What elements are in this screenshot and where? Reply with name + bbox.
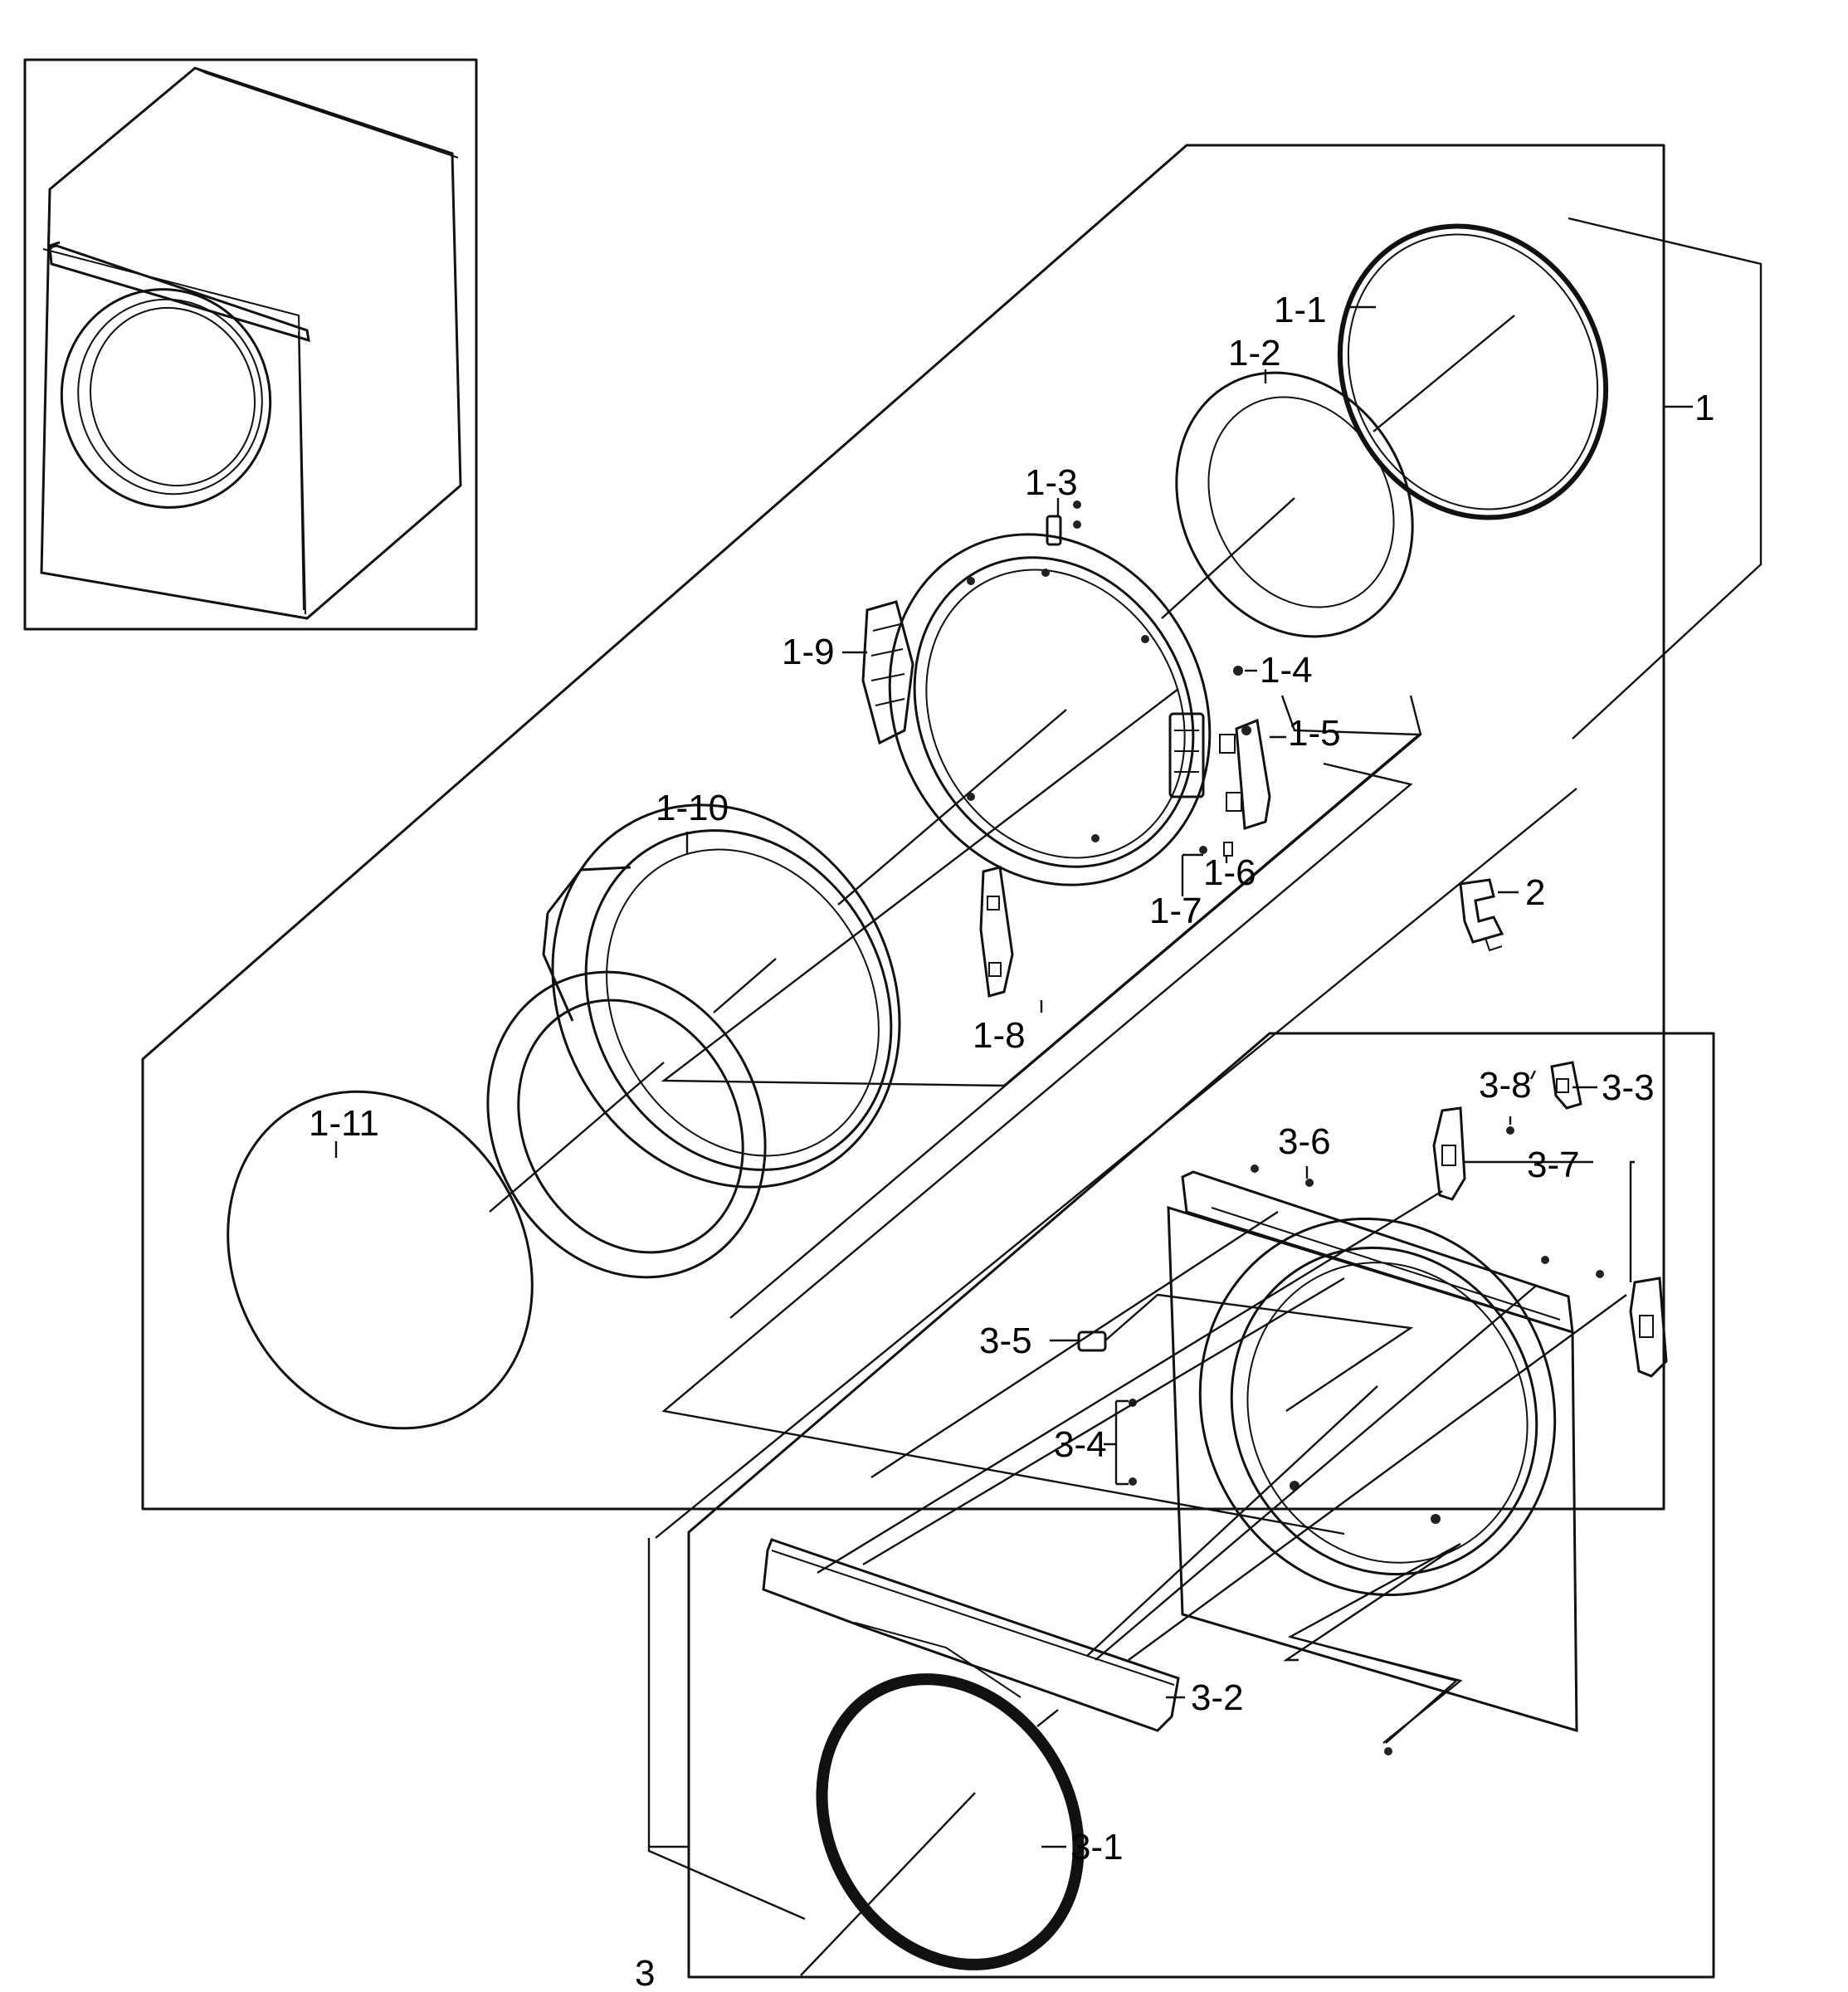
label-1-6: 1-6 — [1203, 852, 1256, 893]
part-1-6-clip — [1223, 842, 1233, 857]
part-1-2-door-glass — [1175, 371, 1414, 638]
label-1-1: 1-1 — [1274, 290, 1327, 330]
part-1-9-door-frame — [861, 533, 1212, 886]
part-3-2-panel-trim — [762, 1538, 1180, 1732]
part-2-bracket — [1459, 878, 1504, 952]
front-panel — [1167, 1170, 1578, 1755]
label-1: 1 — [1694, 388, 1714, 428]
label-1-10: 1-10 — [656, 788, 729, 828]
label-1-4: 1-4 — [1260, 650, 1313, 691]
part-1-4-screw — [1233, 666, 1243, 676]
part-1-11-door-glass-ring — [486, 970, 767, 1279]
callout-labels: 1 1-1 1-2 1-3 1-4 1-5 1-6 1-7 1-8 1-9 1-… — [309, 290, 1714, 1992]
part-1-8-hinge-plate — [979, 866, 1014, 998]
label-1-11: 1-11 — [309, 1103, 379, 1144]
part-3-1-gasket — [816, 1673, 1085, 1970]
label-1-7: 1-7 — [1149, 891, 1202, 931]
appliance-overview-inset — [23, 58, 478, 631]
label-3-5: 3-5 — [979, 1321, 1032, 1361]
label-2: 2 — [1525, 872, 1545, 913]
part-3-4-screws — [1129, 1399, 1137, 1486]
label-3: 3 — [635, 1953, 655, 1992]
part-1-11-inner-cover — [227, 1090, 534, 1430]
label-3-4: 3-4 — [1054, 1424, 1107, 1465]
callout-leaders — [334, 305, 1635, 1848]
part-3-7-bracket-lower — [1629, 1277, 1668, 1378]
label-1-8: 1-8 — [973, 1015, 1026, 1056]
label-1-5: 1-5 — [1288, 713, 1341, 754]
part-1-1-gasket-ring — [1337, 223, 1609, 520]
front-panel-boundary — [647, 788, 1715, 1979]
part-3-7-bracket-upper — [1432, 1106, 1466, 1201]
door-assembly-guide-lines — [489, 315, 1515, 1536]
part-3-3-bracket — [1550, 1061, 1582, 1110]
label-3-6: 3-6 — [1278, 1121, 1331, 1162]
label-1-9: 1-9 — [782, 632, 835, 672]
part-1-5-hinge — [1219, 718, 1271, 831]
front-panel-guide-lines — [800, 1070, 1627, 1976]
label-1-2: 1-2 — [1228, 333, 1281, 374]
door-assembly-boundary — [141, 144, 1763, 1511]
part-3-8-screw — [1506, 1126, 1514, 1135]
label-3-7: 3-7 — [1527, 1145, 1580, 1185]
part-1-7-screw — [1199, 846, 1207, 854]
label-1-3: 1-3 — [1025, 462, 1078, 503]
label-3-2: 3-2 — [1191, 1677, 1244, 1718]
label-3-3: 3-3 — [1602, 1067, 1655, 1108]
part-3-5-door-switch — [1077, 1330, 1107, 1352]
part-1-10-door-cover — [542, 803, 901, 1189]
part-3-6-screw — [1251, 1164, 1604, 1278]
label-3-8: 3-8 — [1479, 1065, 1532, 1106]
label-3-1: 3-1 — [1070, 1827, 1124, 1868]
part-1-3-hinge-bracket — [1046, 500, 1081, 546]
